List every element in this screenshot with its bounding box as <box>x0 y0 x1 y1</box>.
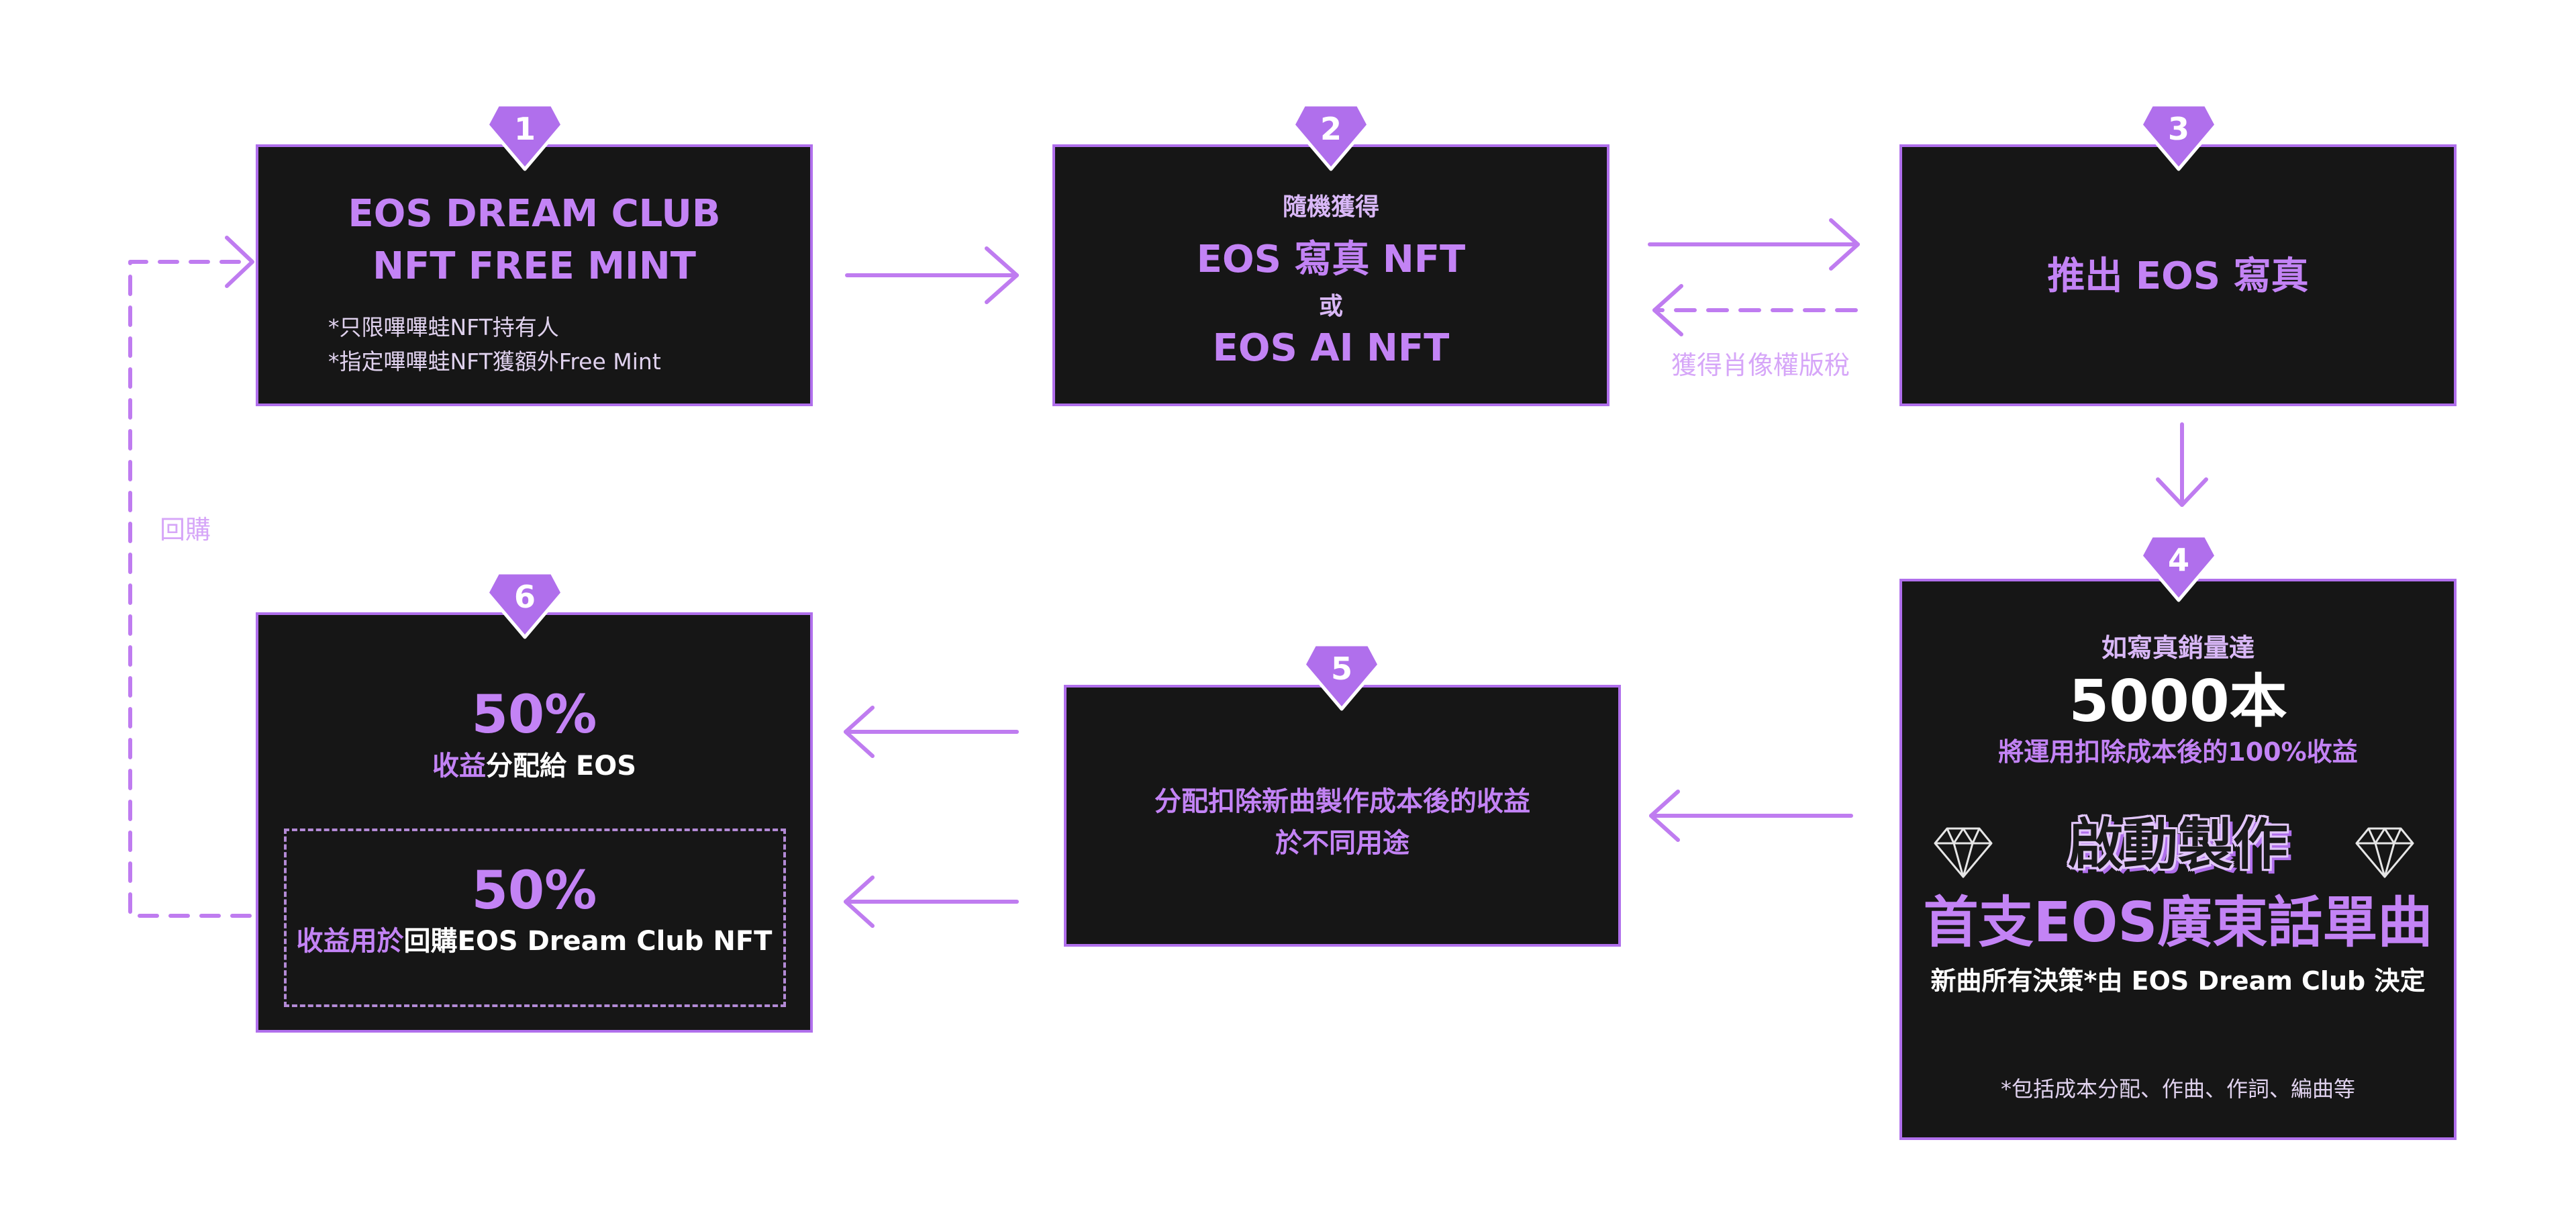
arrow-step5-to-step6-top <box>844 706 1019 758</box>
step-6-buyback-section <box>284 829 786 1007</box>
step-4-decision-note: 新曲所有決策*由 EOS Dream Club 決定 <box>1930 966 2426 996</box>
arrow-step3-to-step4 <box>2156 422 2208 507</box>
step-2-badge: 2 <box>1291 103 1371 171</box>
step-6-percent-2: 50% <box>471 861 597 921</box>
step-2-intro: 隨機獲得 <box>1282 193 1379 221</box>
step-4-highlight: 啟動製作 <box>2067 813 2288 877</box>
step-2-badge-number: 2 <box>1320 111 1342 147</box>
arrow-step1-to-step2 <box>845 246 1019 304</box>
step-3-badge: 3 <box>2139 103 2218 171</box>
step-4-box: 如寫真銷量達 5000本 將運用扣除成本後的100%收益 啟動製作 首支EOS廣… <box>1899 579 2457 1140</box>
step-6-desc-2-a: 收益用於 <box>296 926 404 957</box>
step-2-option-1: EOS 寫真 NFT <box>1196 238 1466 281</box>
diamond-icon <box>2355 827 2414 878</box>
arrow-step2-to-step3 <box>1648 218 1860 271</box>
step-1-badge-number: 1 <box>514 111 536 147</box>
step-5-box: 分配扣除新曲製作成本後的收益 於不同用途 <box>1064 685 1621 947</box>
arrow-buyback-head <box>225 236 254 288</box>
step-6-desc-2-b: 回購EOS Dream Club NFT <box>403 926 773 957</box>
step-4-footnote: *包括成本分配、作曲、作詞、編曲等 <box>2000 1076 2355 1102</box>
arrow-buyback-loop <box>128 260 283 918</box>
step-2-or: 或 <box>1318 293 1343 320</box>
step-1-title-line2: NFT FREE MINT <box>373 244 696 288</box>
step-1-badge: 1 <box>485 103 564 171</box>
step-5-line-1: 分配扣除新曲製作成本後的收益 <box>1154 786 1530 817</box>
step-4-badge: 4 <box>2139 534 2218 602</box>
step-6-desc-1-a: 收益 <box>432 751 486 782</box>
step-1-box: EOS DREAM CLUB NFT FREE MINT *只限嗶嗶蛙NFT持有… <box>256 144 813 406</box>
step-1-title-line1: EOS DREAM CLUB <box>348 192 721 236</box>
step-1-note-1: *只限嗶嗶蛙NFT持有人 <box>328 314 559 340</box>
step-6-badge-number: 6 <box>514 579 536 615</box>
step-3-box: 推出 EOS 寫真 <box>1899 144 2457 406</box>
step-4-badge-number: 4 <box>2168 542 2189 578</box>
step-5-badge-number: 5 <box>1331 651 1352 687</box>
step-1-note-2: *指定嗶嗶蛙NFT獲額外Free Mint <box>328 348 661 375</box>
step-3-title: 推出 EOS 寫真 <box>2047 254 2309 298</box>
step-6-percent-1: 50% <box>471 685 597 745</box>
step-3-badge-number: 3 <box>2168 111 2189 147</box>
step-6-badge: 6 <box>485 571 564 639</box>
diamond-icon <box>1934 827 1993 878</box>
step-6-desc-1-b: 分配給 EOS <box>485 751 637 782</box>
step-4-intro: 如寫真銷量達 <box>2101 633 2255 663</box>
step-4-song-title: 首支EOS廣東話單曲 <box>1923 891 2433 955</box>
step-4-sales-target: 5000本 <box>2069 668 2287 735</box>
step-6-desc-1: 收益分配給 EOS <box>258 753 810 779</box>
step-5-line-2: 於不同用途 <box>1275 828 1409 859</box>
step-2-box: 隨機獲得 EOS 寫真 NFT 或 EOS AI NFT <box>1052 144 1609 406</box>
arrow-step5-to-step6-bottom <box>844 876 1019 928</box>
step-4-revenue-note: 將運用扣除成本後的100%收益 <box>1998 737 2358 767</box>
step-6-box: 50% 收益分配給 EOS 50% 收益用於回購EOS Dream Club N… <box>256 612 813 1033</box>
buyback-label: 回購 <box>160 515 211 545</box>
arrow-royalty-dashed <box>1652 284 1858 336</box>
royalty-label: 獲得肖像權版稅 <box>1671 350 1850 380</box>
step-6-desc-2: 收益用於回購EOS Dream Club NFT <box>258 928 810 955</box>
step-5-badge: 5 <box>1302 643 1381 711</box>
step-2-option-2: EOS AI NFT <box>1212 326 1450 370</box>
arrow-step4-to-step5 <box>1649 790 1853 842</box>
